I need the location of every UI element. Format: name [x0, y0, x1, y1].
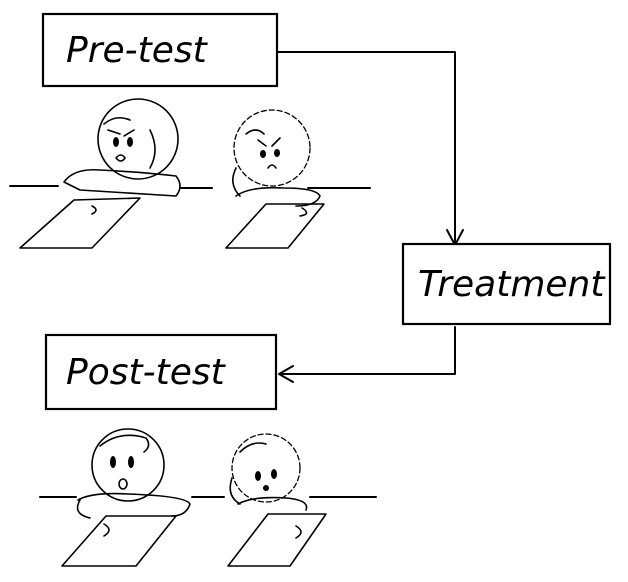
posttest-student-1 [61, 428, 191, 567]
pretest-label: Pre-test [66, 30, 209, 71]
pretest-students-illustration [9, 98, 371, 249]
desk-line [9, 185, 371, 189]
pretest-student-2 [225, 109, 325, 249]
treatment-label: Treatment [418, 264, 606, 305]
posttest-student-2 [227, 433, 327, 567]
flow-connector-treatment-to-posttest [278, 326, 456, 383]
posttest-students-illustration [39, 428, 377, 567]
posttest-box: Post-test [44, 333, 278, 411]
arrowhead-left [278, 365, 294, 383]
posttest-label: Post-test [66, 352, 227, 393]
pretest-student-1 [19, 98, 181, 249]
treatment-box: Treatment [401, 242, 612, 326]
pretest-box: Pre-test [41, 12, 279, 88]
flow-connector-pretest-to-treatment [276, 51, 464, 246]
